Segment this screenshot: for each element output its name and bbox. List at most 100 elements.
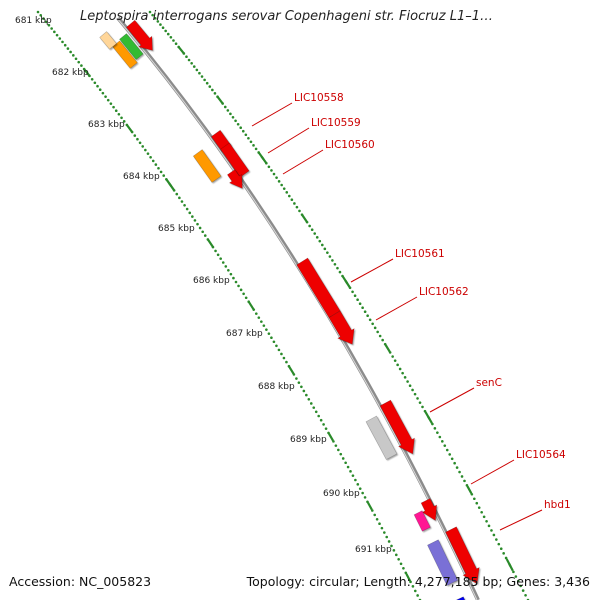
gene-label[interactable]: LIC10560 [325,139,375,151]
tick-dot [524,593,527,597]
gene-feature[interactable] [296,257,341,319]
tick-dot [159,23,162,26]
tick-dot [285,360,288,364]
tick-label: 681 kbp [15,16,52,26]
tick-mark [426,415,433,424]
tick-dot [366,500,369,504]
tick-dot [358,487,362,490]
gene-feature[interactable] [125,19,153,51]
tick-dot [312,406,316,409]
tick-mark [328,433,334,442]
tick-dot [351,474,355,477]
tick-dot [460,475,464,478]
tick-dot [392,549,396,552]
tick-dot [39,13,43,17]
gene-feature[interactable] [379,399,415,455]
tick-dot [475,501,479,505]
tick-dot [267,332,271,335]
tick-dot [436,431,439,434]
tick-dot [234,119,237,123]
tick-label: 691 kbp [355,545,392,555]
tick-dot [265,328,268,331]
tick-dot [302,389,306,393]
tick-dot [213,92,217,95]
tick-dot [162,174,166,177]
tick-dot [387,540,391,543]
tick-dot [201,230,204,234]
gene-feature[interactable] [192,149,222,183]
tick-dot [376,330,379,334]
tick-dot [211,88,214,92]
gene-feature[interactable] [420,498,438,522]
tick-dot [378,522,381,526]
tick-dot [288,194,291,198]
gene-feature[interactable] [328,310,355,345]
tick-dot [338,270,342,274]
tick-dot [252,308,256,311]
tick-dot [191,215,194,218]
gene-feature[interactable] [99,31,117,50]
tick-dot [178,196,181,200]
tick-dot [133,134,137,137]
tick-dot [346,465,350,469]
tick-dot [477,506,481,510]
label-leader-line [282,149,324,175]
tick-dot [252,144,255,147]
tick-dot [275,176,278,179]
tick-dot [487,524,491,528]
tick-dot [214,249,217,253]
tick-dot [153,16,157,20]
tick-dot [185,55,188,59]
tick-dot [221,102,224,105]
tick-dot [403,376,407,379]
tick-dot [203,78,206,82]
tick-dot [164,29,167,33]
tick-dot [229,272,233,276]
tick-label: 685 kbp [158,224,195,234]
tick-dot [151,13,154,17]
tick-dot [174,42,178,46]
tick-dot [195,68,199,72]
tick-dot [499,547,503,551]
tick-dot [411,585,415,588]
tick-dot [441,440,444,443]
gene-feature[interactable] [427,539,459,586]
gene-feature[interactable] [365,415,398,460]
tick-dot [373,513,377,517]
tick-dot [254,312,258,315]
tick-dot [396,363,399,367]
tick-dot [265,161,268,165]
tick-dot [260,320,263,323]
gene-feature[interactable] [413,510,431,532]
tick-dot [275,344,278,348]
gene-label[interactable]: LIC10558 [294,92,344,104]
gene-feature[interactable] [226,169,243,189]
tick-dot [44,20,48,24]
tick-dot [208,85,212,88]
tick-dot [203,234,207,237]
tick-dot [371,509,374,512]
gene-label[interactable]: LIC10562 [419,286,469,298]
gene-label[interactable]: LIC10561 [395,248,445,260]
tick-dot [413,589,417,593]
gene-feature[interactable] [119,33,144,61]
tick-dot [136,137,139,141]
tick-dot [300,385,303,389]
tick-dot [280,352,283,356]
gene-label[interactable]: senC [476,377,502,389]
gene-label[interactable]: hbd1 [544,499,571,511]
tick-dot [323,247,327,251]
gene-label[interactable]: LIC10564 [516,449,566,461]
tick-dot [159,170,163,174]
tick-dot [344,461,347,465]
accession-text: Accession: NC_005823 [9,574,152,589]
tick-dot [190,61,193,65]
tick-dot [270,336,273,340]
tick-dot [267,165,271,169]
tick-dot [443,444,447,447]
gene-feature[interactable] [445,526,480,585]
gene-label[interactable]: LIC10559 [311,117,361,129]
tick-dot [514,575,518,578]
tick-dot [205,81,209,85]
